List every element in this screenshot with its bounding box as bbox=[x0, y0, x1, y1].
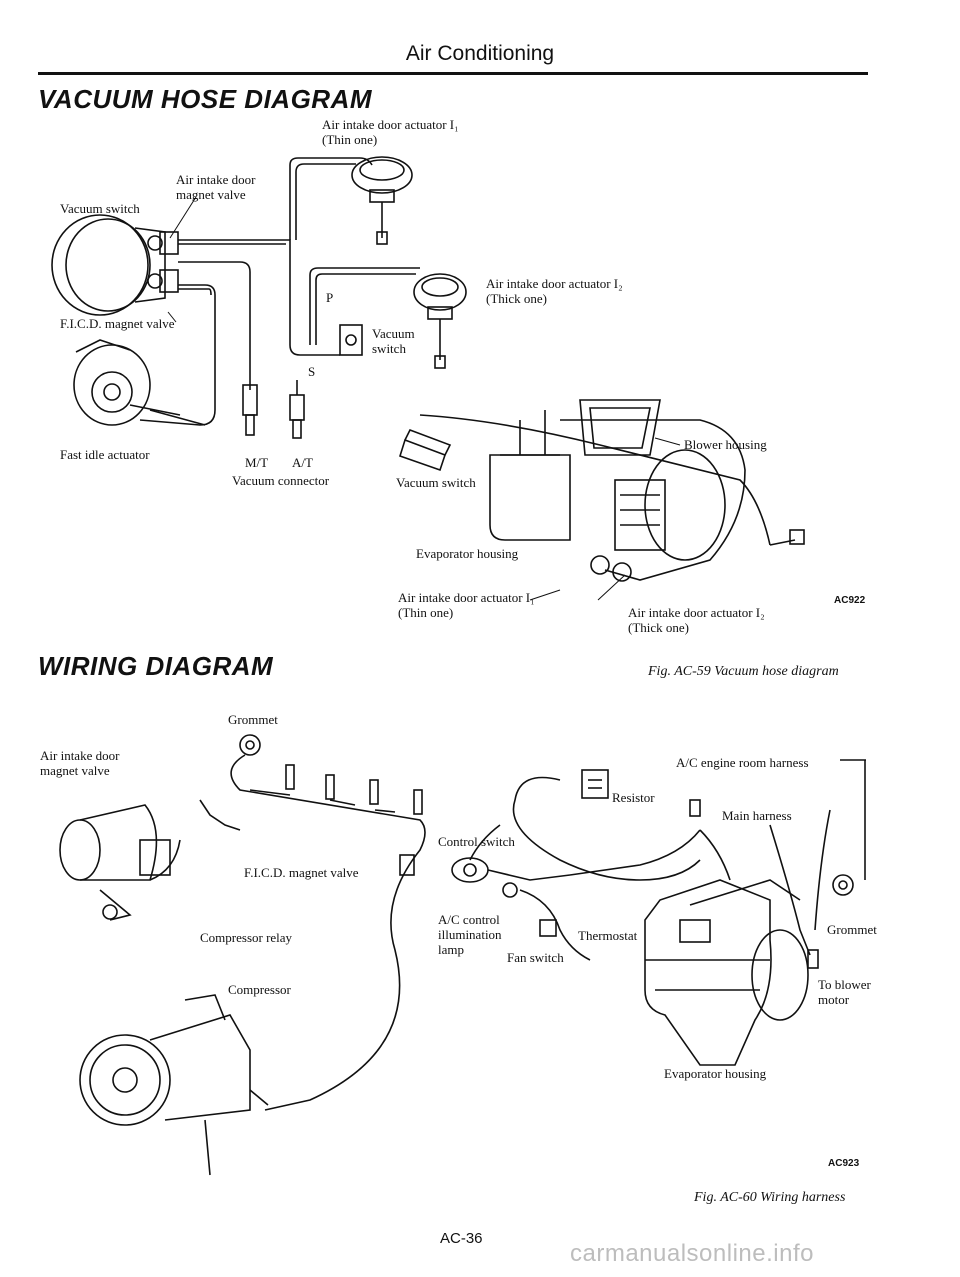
label-fast-idle: Fast idle actuator bbox=[60, 447, 150, 462]
page-number: AC-36 bbox=[440, 1230, 483, 1247]
label-wiring-air-intake-magnet: Air intake door magnet valve bbox=[40, 748, 120, 778]
caption-fig-ac60: Fig. AC-60 Wiring harness bbox=[694, 1190, 846, 1205]
label-compressor: Compressor bbox=[228, 982, 291, 997]
label-p: P bbox=[326, 290, 334, 305]
label-actuator-i2-bottom: Air intake door actuator I₂ bbox=[628, 605, 765, 620]
label-blower-housing: Blower housing bbox=[684, 437, 767, 452]
header-rule bbox=[38, 72, 868, 75]
label-actuator-i1-top-sub: (Thin one) bbox=[322, 132, 378, 147]
label-air-intake-magnet: Air intake door magnet valve bbox=[176, 172, 256, 202]
label-actuator-i2-bottom-sub: (Thick one) bbox=[628, 620, 690, 635]
resistor-drawing bbox=[581, 769, 609, 799]
label-mt: M/T bbox=[245, 455, 269, 470]
evaporator-blower-drawing bbox=[419, 399, 805, 582]
label-wiring-evaporator-housing: Evaporator housing bbox=[664, 1066, 767, 1081]
label-to-blower-motor: To blower motor bbox=[818, 977, 871, 1007]
label-evaporator-housing: Evaporator housing bbox=[416, 546, 519, 561]
vacuum-hose-heading: VACUUM HOSE DIAGRAM bbox=[38, 84, 373, 114]
label-fan-switch: Fan switch bbox=[507, 950, 564, 965]
label-wiring-fic-magnet: F.I.C.D. magnet valve bbox=[244, 865, 359, 880]
watermark: carmanualsonline.info bbox=[570, 1240, 814, 1267]
page-header-title: Air Conditioning bbox=[405, 42, 555, 65]
actuator-i1-top-drawing bbox=[351, 156, 413, 245]
actuator-i2-right-drawing bbox=[413, 273, 467, 369]
label-at: A/T bbox=[292, 455, 313, 470]
label-s: S bbox=[308, 364, 316, 379]
evaporator-housing-wiring-drawing bbox=[644, 879, 809, 1066]
label-grommet-top: Grommet bbox=[228, 712, 278, 727]
vacuum-switch-left-drawing bbox=[51, 214, 179, 316]
label-fic-magnet: F.I.C.D. magnet valve bbox=[60, 316, 175, 331]
label-control-switch: Control switch bbox=[438, 834, 515, 849]
label-compressor-relay: Compressor relay bbox=[200, 930, 293, 945]
label-vacuum-switch-mid: Vacuum switch bbox=[372, 326, 415, 356]
label-grommet-right: Grommet bbox=[827, 922, 877, 937]
compressor-drawing bbox=[79, 994, 269, 1176]
grommet-right-drawing bbox=[832, 874, 854, 896]
label-vacuum-switch-left: Vacuum switch bbox=[60, 201, 140, 216]
label-vacuum-connector: Vacuum connector bbox=[232, 473, 330, 488]
label-resistor: Resistor bbox=[612, 790, 655, 805]
caption-fig-ac59: Fig. AC-59 Vacuum hose diagram bbox=[648, 664, 839, 679]
vacuum-connector-drawing bbox=[242, 380, 305, 439]
label-actuator-i1-bottom: Air intake door actuator I₁ bbox=[398, 590, 535, 605]
vacuum-switch-right-drawing bbox=[399, 428, 452, 472]
label-actuator-i1-bottom-sub: (Thin one) bbox=[398, 605, 454, 620]
wiring-diagram-heading: WIRING DIAGRAM bbox=[38, 651, 274, 681]
figure-code-ac922: AC922 bbox=[834, 595, 866, 606]
magnet-valve-drawing bbox=[59, 804, 181, 921]
label-main-harness: Main harness bbox=[722, 808, 792, 823]
figure-code-ac923: AC923 bbox=[828, 1158, 860, 1169]
fast-idle-actuator-drawing bbox=[73, 339, 206, 426]
label-vacuum-switch-right: Vacuum switch bbox=[396, 475, 476, 490]
label-thermostat: Thermostat bbox=[578, 928, 638, 943]
grommet-top-drawing bbox=[239, 734, 261, 756]
label-actuator-i1-top: Air intake door actuator I₁ bbox=[322, 117, 459, 132]
label-actuator-i2-right: Air intake door actuator I₂ bbox=[486, 276, 623, 291]
label-ac-engine-room-harness: A/C engine room harness bbox=[676, 755, 809, 770]
label-ac-control-illumination: A/C control illumination lamp bbox=[438, 912, 502, 957]
label-actuator-i2-right-sub: (Thick one) bbox=[486, 291, 548, 306]
